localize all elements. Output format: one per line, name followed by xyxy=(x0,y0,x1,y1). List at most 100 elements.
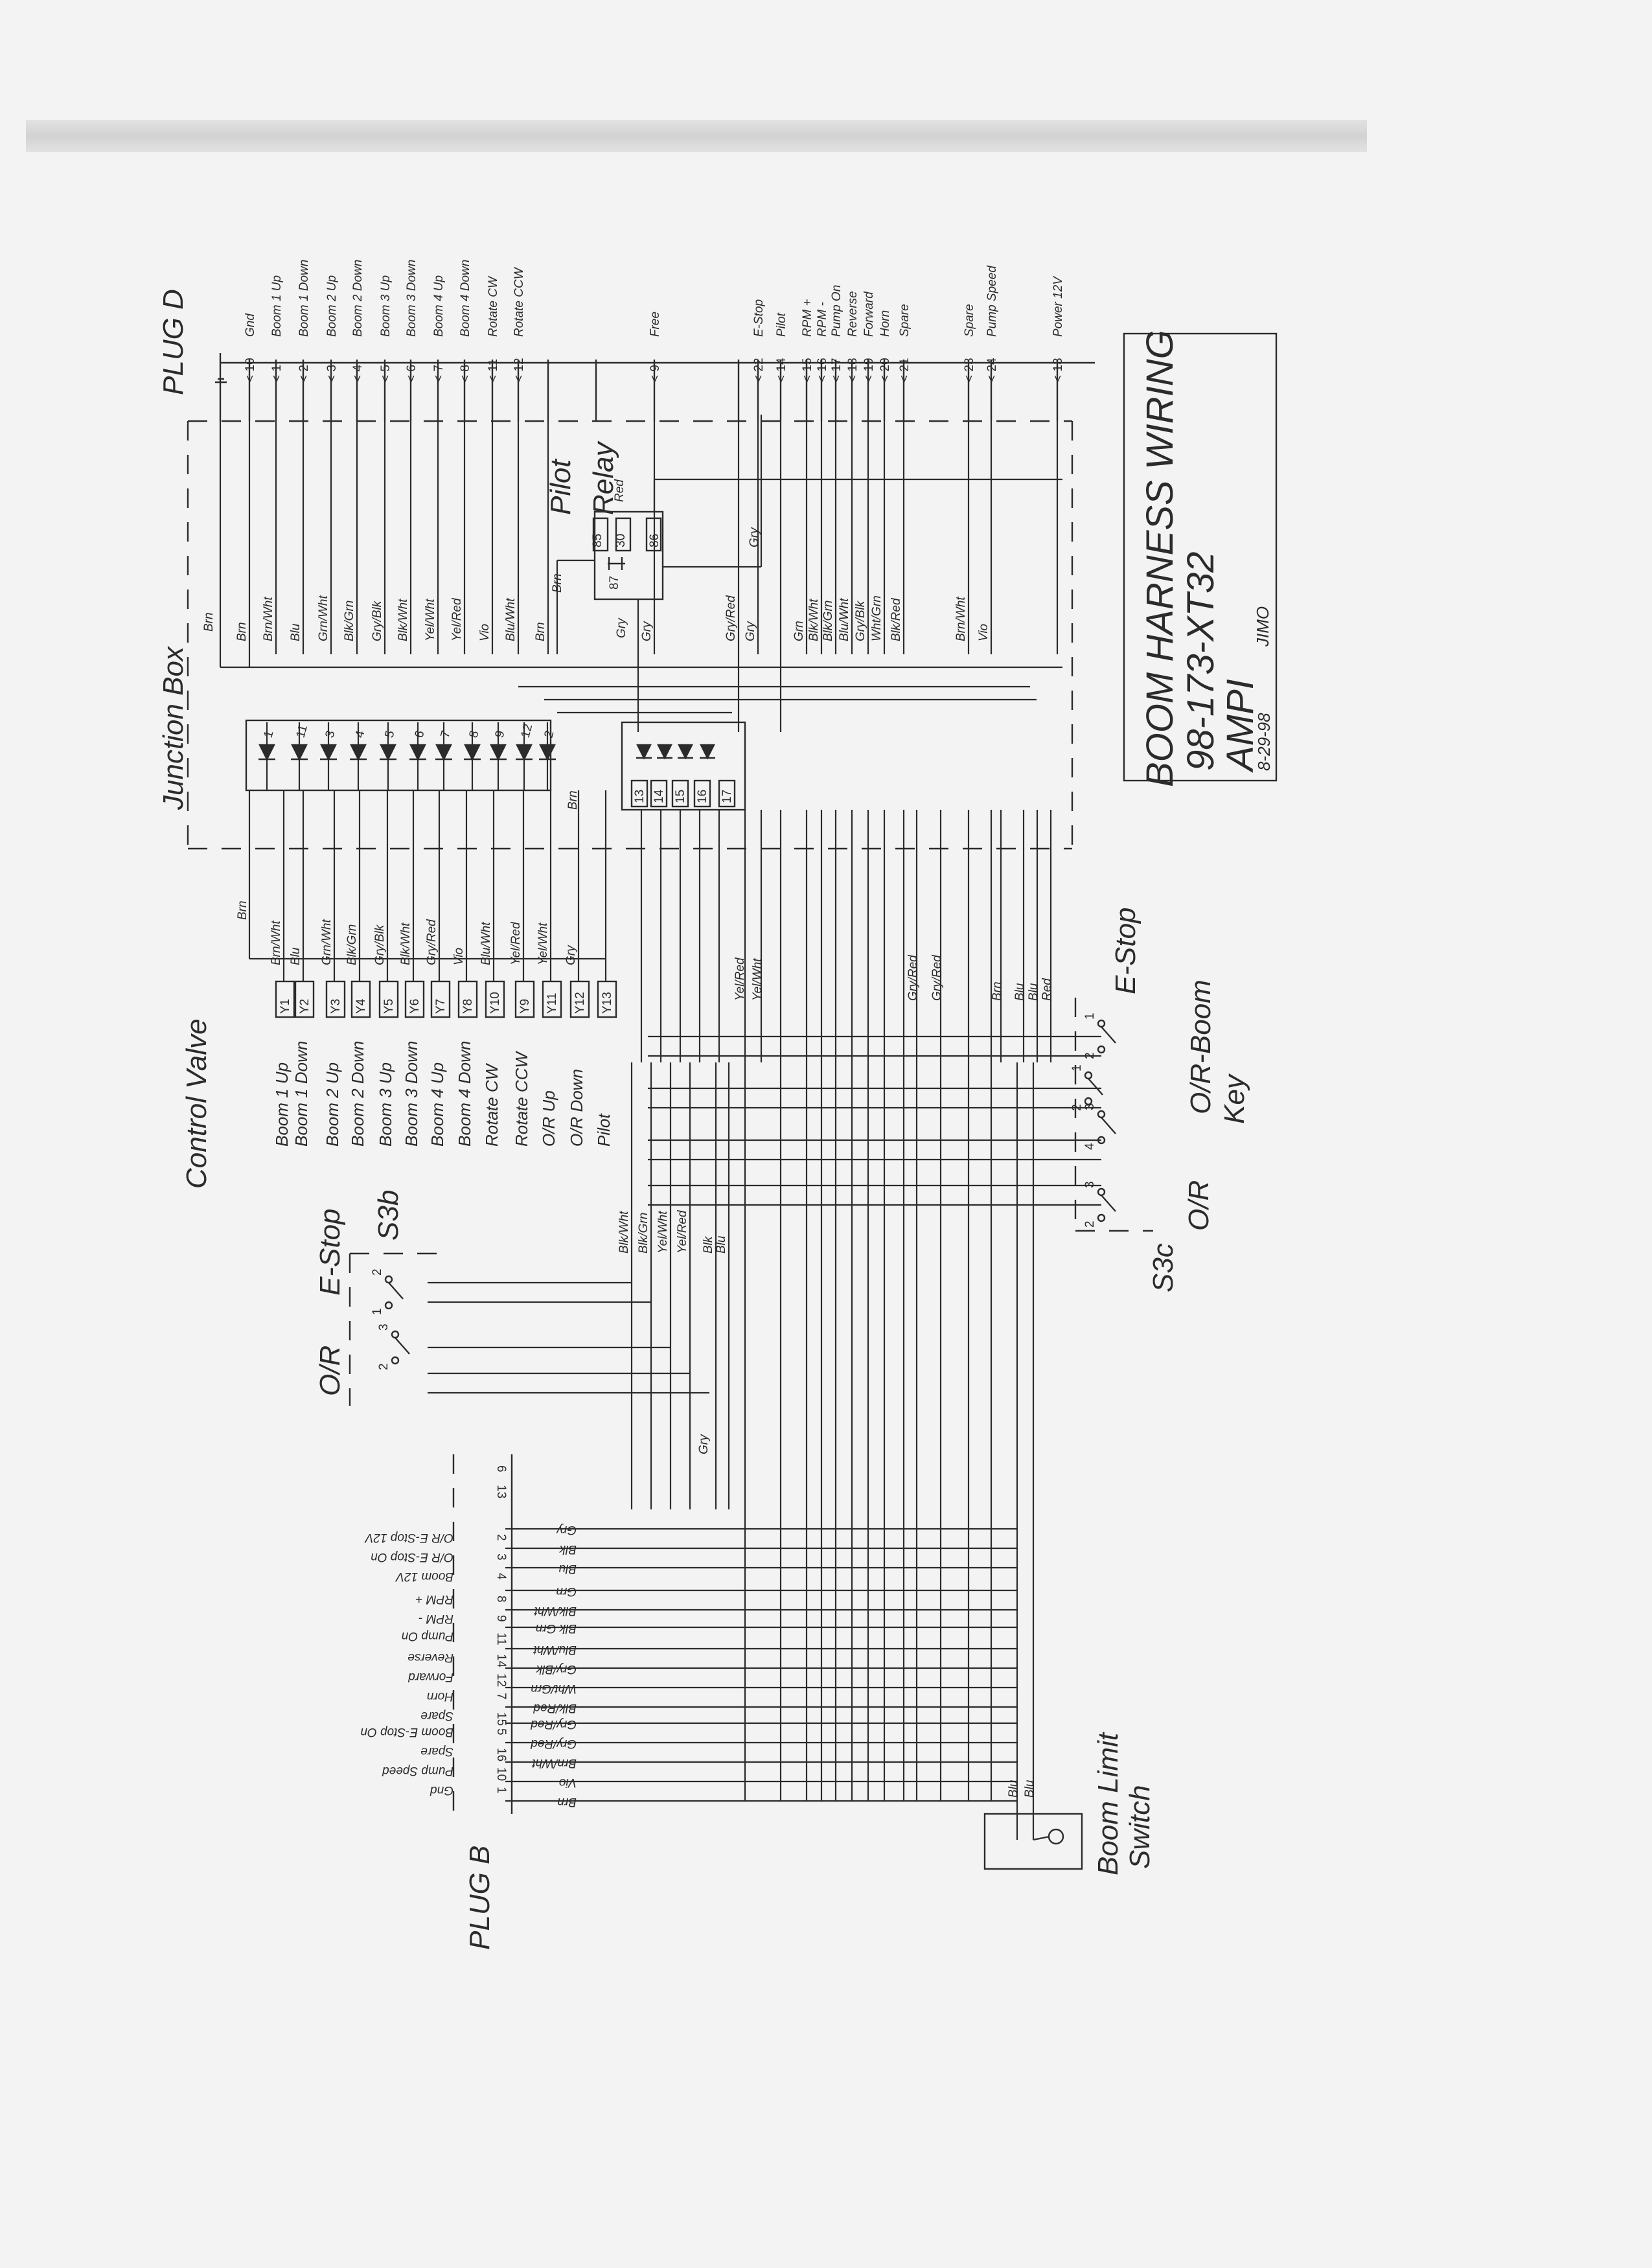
plug-d-pin-number: < 18 xyxy=(846,358,860,382)
pilot-relay-body xyxy=(593,510,664,601)
diode xyxy=(678,744,693,760)
s3b-wire-color: Blk/Wht xyxy=(617,1211,631,1254)
plug-b-function: RPM + xyxy=(415,1592,453,1606)
plug-b-pin-number: 7 xyxy=(494,1693,508,1700)
plug-b-pin-number: 13 xyxy=(494,1485,508,1498)
plug-b-wire-color: Gry xyxy=(556,1523,577,1537)
s3b-or-switch-pin: 3 xyxy=(377,1323,391,1331)
plug-d-wire-color: Yel/Red xyxy=(450,597,464,641)
title-block-title: BOOM HARNESS WIRING xyxy=(1139,330,1181,787)
title-block-part-number: 98-173-XT32 xyxy=(1180,551,1222,771)
plug-d-function-label: Pump Speed xyxy=(985,265,999,337)
mid-wire-gry-red-2: Gry/Red xyxy=(930,954,944,1001)
diode-b-number: 14 xyxy=(652,789,666,803)
plug-d-function-label: Boom 3 Up xyxy=(379,275,393,337)
diode-number: 3 xyxy=(323,729,338,740)
plug-d-wire-color: Blk/Wht xyxy=(807,599,821,641)
terminal-box xyxy=(718,779,736,808)
diode-number: 6 xyxy=(413,729,428,740)
plug-b-function: O/R E-Stop On xyxy=(371,1550,453,1564)
s3c-key-label: Key xyxy=(1219,1073,1250,1124)
diode-number: 5 xyxy=(383,729,398,740)
s3c-or-boom-switch-node xyxy=(1084,1071,1093,1080)
plug-d-function-label: Rotate CCW xyxy=(512,266,526,337)
s3b-estop-switch-pin: 1 xyxy=(371,1308,384,1315)
solenoid-function: Boom 4 Down xyxy=(455,1041,474,1147)
plug-b-wire-color: Grn xyxy=(556,1585,577,1598)
diode-number: 9 xyxy=(493,729,508,740)
s3c-or-label: O/R xyxy=(1183,1180,1215,1231)
plug-d-wire-color: Brn xyxy=(534,622,547,641)
cv-wire-color: Gry/Red xyxy=(425,919,439,965)
plug-b-wire-color: Brn xyxy=(557,1795,577,1809)
terminal-box xyxy=(650,779,668,808)
plug-d-function-label: Boom 1 Up xyxy=(270,275,284,337)
relay-terminal xyxy=(645,517,662,552)
solenoid-id: Y8 xyxy=(461,999,475,1014)
plug-b-wire-color: Brn/Wht xyxy=(532,1756,577,1770)
s3b-estop-label: E-Stop xyxy=(314,1208,346,1296)
plug-b-function: Reverse xyxy=(407,1651,453,1664)
jb-ground-wire: Brn xyxy=(202,612,216,632)
cv-wire-color: Gry/Blk xyxy=(373,924,387,965)
diode xyxy=(516,744,533,761)
diode xyxy=(291,744,308,761)
solenoid-box xyxy=(597,980,617,1018)
plug-d-pin-number: < 6 xyxy=(405,365,419,382)
relay-wire-brn: Brn xyxy=(551,573,564,593)
plug-d-wire-color: Vio xyxy=(478,624,492,641)
plug-d-function-label: Reverse xyxy=(846,291,860,337)
plug-d-label: PLUG D xyxy=(157,289,189,395)
boom-limit-wire-2: Blu xyxy=(1023,1780,1037,1798)
s3c-or-boom-switch-blade xyxy=(1088,1078,1103,1095)
solenoid-box xyxy=(457,980,478,1018)
plug-b-wire-color: Vio xyxy=(559,1776,577,1789)
s3c-or-switch-pin: 3 xyxy=(1083,1181,1097,1188)
terminal-box xyxy=(671,779,689,808)
solenoid-box xyxy=(378,980,399,1018)
solenoid-function: Rotate CW xyxy=(482,1062,501,1147)
diode-number: 11 xyxy=(294,724,310,739)
plug-d-function-label: RPM - xyxy=(816,302,829,337)
plug-d-pin-number: < 5 xyxy=(379,365,393,382)
plug-b-label: PLUG B xyxy=(464,1846,496,1950)
plug-d-function-label: Boom 1 Down xyxy=(297,260,311,337)
s3c-estop-switch-node xyxy=(1097,1045,1106,1054)
plug-d-pin-number: < 13 xyxy=(1051,358,1065,382)
plug-d-function-label: Rotate CW xyxy=(487,275,500,337)
s3c-or-boom-switch-pin: 1 xyxy=(1070,1064,1084,1071)
junction-box-label: Junction Box xyxy=(157,645,189,810)
plug-d-wire-color: Blk/Grn xyxy=(821,601,835,641)
plug-b-wire-color: Gry/Blk xyxy=(535,1662,577,1676)
plug-d-wire-color: Blu xyxy=(289,623,303,641)
cv-wire-color: Brn/Wht xyxy=(270,921,283,965)
diode xyxy=(700,744,715,760)
diode xyxy=(539,744,556,761)
plug-d-function-label: Horn xyxy=(878,310,892,337)
relay-pin-86: 86 xyxy=(648,534,661,547)
s3c-estop-label: E-Stop xyxy=(1110,907,1141,994)
plug-b-pin-number: 8 xyxy=(494,1596,508,1603)
wire-traces xyxy=(219,415,1101,1840)
diode xyxy=(464,744,481,761)
terminal-box xyxy=(693,779,711,808)
diode xyxy=(636,744,652,760)
pilot-relay-label-2: Relay xyxy=(588,441,619,515)
solenoid-box xyxy=(485,980,505,1018)
diode-number: 4 xyxy=(353,729,368,739)
solenoid-function: Boom 1 Up xyxy=(272,1062,292,1147)
plug-b-function: Pump On xyxy=(402,1629,453,1643)
plug-d-wire-color: Grn/Wht xyxy=(317,595,330,641)
solenoid-function: Boom 2 Down xyxy=(348,1041,367,1147)
mid-wire-yel-red: Yel/Red xyxy=(733,957,747,1001)
boom-limit-wire-1: Blu xyxy=(1007,1780,1020,1798)
plug-d-wire-color: Vio xyxy=(977,624,991,641)
boom-limit-switch-roller xyxy=(1048,1828,1064,1845)
diode-number: 12 xyxy=(519,722,536,739)
solenoid-function: Pilot xyxy=(594,1113,614,1147)
diode xyxy=(435,744,452,761)
s3b-estop-switch-node xyxy=(384,1275,393,1284)
s3c-key-switch-pin: 4 xyxy=(1083,1143,1097,1150)
plug-d-pin-number: < 17 xyxy=(830,358,843,382)
plug-d-wire-color: Gry/Blk xyxy=(371,600,384,641)
